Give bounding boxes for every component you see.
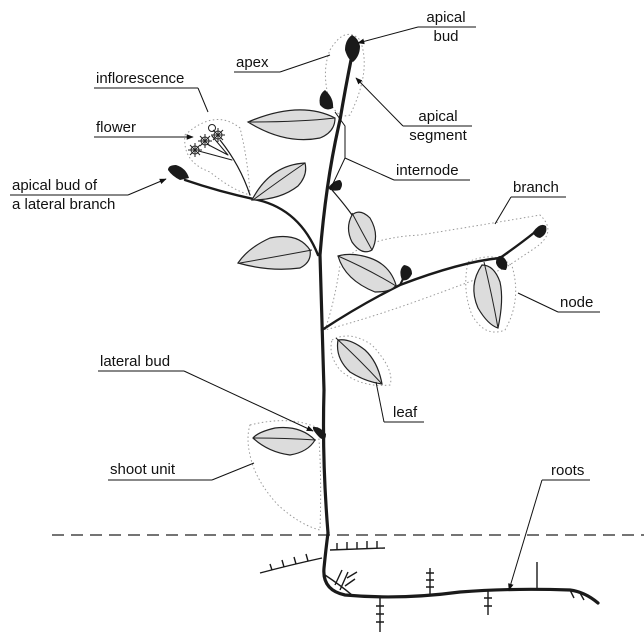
leaf-lower-left <box>238 237 312 270</box>
bud-branch-node1 <box>400 265 412 280</box>
apical-bud-label-line1: apical <box>426 9 465 26</box>
inflorescence-flowers <box>188 125 225 158</box>
lateral-bud-label: lateral bud <box>100 353 170 370</box>
leaf-mid-left <box>252 163 306 200</box>
apex-label: apex <box>236 54 269 71</box>
label-apex: apex <box>234 54 330 72</box>
label-apical-segment: apical segment <box>356 78 472 144</box>
right-lateral-branch <box>322 232 535 330</box>
inflorescence-label: inflorescence <box>96 70 184 87</box>
leaf-bottom <box>253 428 316 456</box>
leaf-lower-right <box>336 338 382 384</box>
root-system <box>260 533 598 632</box>
label-node: node <box>518 293 600 312</box>
label-roots: roots <box>509 462 590 590</box>
apical-bud-lateral-label-line1: apical bud of <box>12 177 98 194</box>
apical-bud-label-line2: bud <box>433 28 458 45</box>
leaf-label: leaf <box>393 404 418 421</box>
shoot-unit-label: shoot unit <box>110 461 176 478</box>
bud-branch-node2 <box>496 256 507 270</box>
leaf-upper-left <box>248 110 335 140</box>
label-flower: flower <box>94 119 193 137</box>
inflorescence-peduncle <box>220 140 250 195</box>
roots-label: roots <box>551 462 584 479</box>
apical-bud-lateral-label-line2: a lateral branch <box>12 196 115 213</box>
node-label: node <box>560 294 593 311</box>
label-shoot-unit: shoot unit <box>108 461 254 480</box>
internode-label: internode <box>396 162 459 179</box>
bud-upper <box>320 90 334 109</box>
apical-segment-label-line1: apical <box>418 108 457 125</box>
leaf-branch-left <box>338 254 396 292</box>
label-leaf: leaf <box>376 382 424 422</box>
flower-label: flower <box>96 119 136 136</box>
apical-bud-branch <box>533 225 546 238</box>
label-apical-bud: apical bud <box>358 9 476 45</box>
leaf-branch-right <box>474 262 502 328</box>
label-branch: branch <box>495 179 566 224</box>
label-apical-bud-lateral: apical bud of a lateral branch <box>10 177 166 213</box>
label-inflorescence: inflorescence <box>94 70 208 112</box>
leaves <box>238 110 502 455</box>
label-lateral-bud: lateral bud <box>98 353 313 431</box>
branch-label: branch <box>513 179 559 196</box>
apical-bud-lateral <box>168 165 189 180</box>
apical-bud-main <box>345 35 360 62</box>
apical-segment-label-line2: segment <box>409 127 467 144</box>
leaf-small-petiolate <box>349 212 376 252</box>
